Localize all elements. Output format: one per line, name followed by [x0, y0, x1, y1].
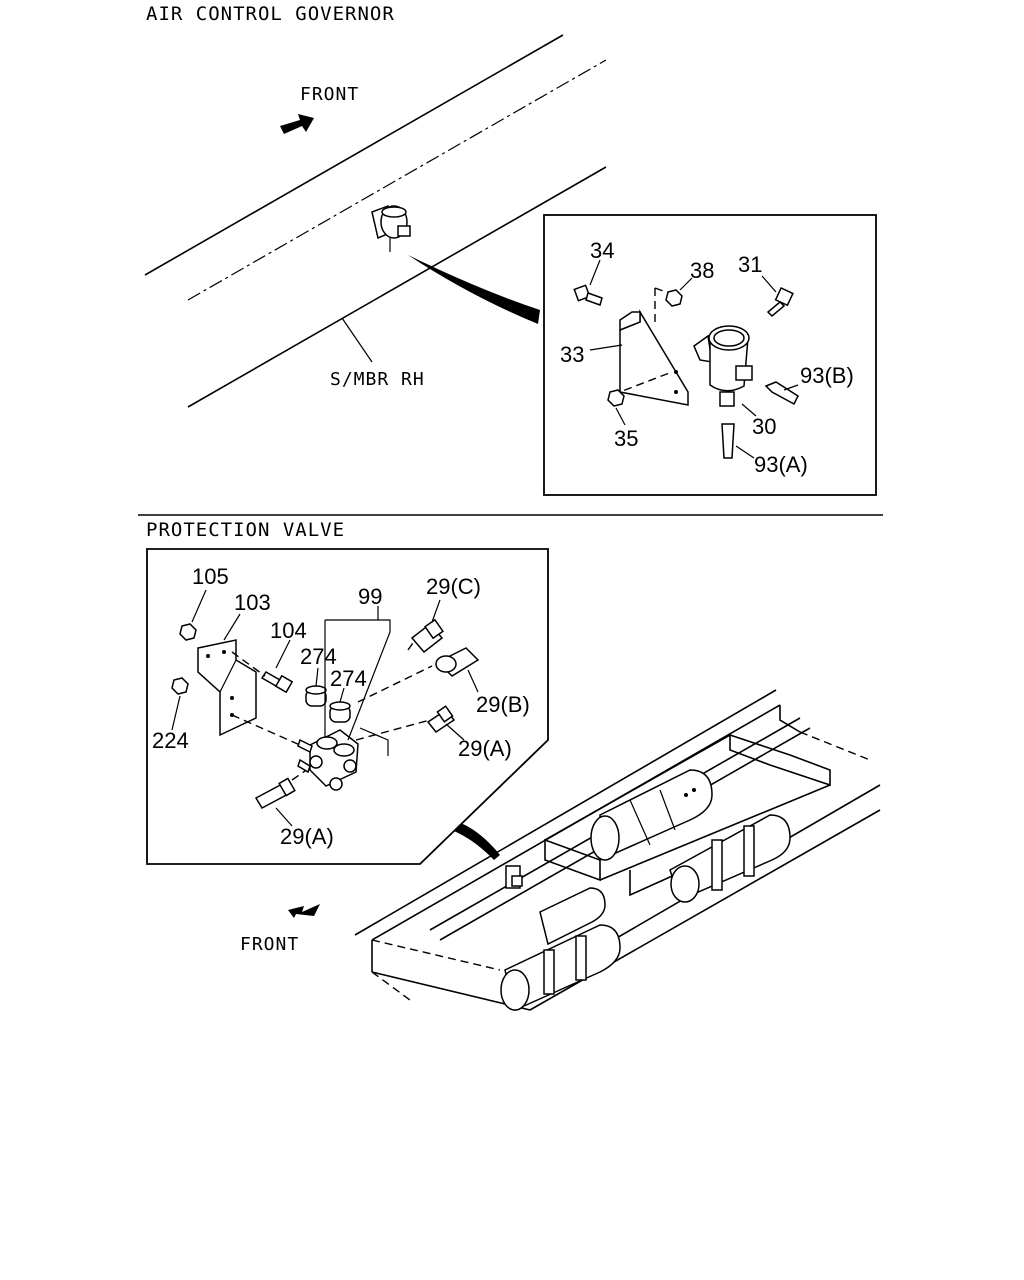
callout-274: 274	[300, 644, 337, 669]
fitting-icon	[410, 618, 444, 654]
member-leader-line	[341, 317, 373, 363]
air-tank-icon	[590, 769, 713, 862]
protection-front-label: FRONT	[240, 934, 299, 955]
member-label: S/MBR RH	[330, 369, 425, 390]
governor-valve-icon	[693, 325, 753, 407]
governor-front-label: FRONT	[300, 84, 359, 105]
bolt-icon	[260, 671, 294, 694]
callout-34: 34	[590, 238, 614, 263]
bracket-icon	[197, 639, 257, 737]
callout-274: 274	[330, 666, 367, 691]
callout-29a: 29(A)	[280, 824, 334, 849]
protection-valve-icon	[297, 729, 359, 791]
fitting-icon	[435, 647, 480, 677]
callout-93a: 93(A)	[754, 452, 808, 477]
callout-29a: 29(A)	[458, 736, 512, 761]
air-tank-icon	[500, 924, 621, 1012]
callout-33: 33	[560, 342, 584, 367]
nut-icon	[171, 677, 189, 695]
callout-105: 105	[192, 564, 229, 589]
nut-icon	[607, 389, 625, 407]
callout-29c: 29(C)	[426, 574, 481, 599]
fitting-icon	[254, 777, 296, 809]
protection-valve-small-icon	[505, 865, 523, 889]
protection-detail	[171, 589, 480, 827]
callout-35: 35	[614, 426, 638, 451]
nut-icon	[665, 289, 683, 307]
callout-38: 38	[690, 258, 714, 283]
governor-small-icon	[371, 204, 411, 252]
front-arrow-icon	[288, 904, 320, 918]
fitting-icon	[721, 423, 735, 459]
bolt-icon	[573, 284, 603, 306]
callout-104: 104	[270, 618, 307, 643]
callout-99: 99	[358, 584, 382, 609]
cap-icon	[305, 685, 327, 707]
governor-heading: AIR CONTROL GOVERNOR	[146, 3, 395, 25]
callout-224: 224	[152, 728, 189, 753]
zoom-pointer	[408, 255, 540, 324]
callout-93b: 93(B)	[800, 363, 854, 388]
callout-30: 30	[752, 414, 776, 439]
callout-29b: 29(B)	[476, 692, 530, 717]
callout-103: 103	[234, 590, 271, 615]
protection-heading: PROTECTION VALVE	[146, 519, 345, 541]
callout-31: 31	[738, 252, 762, 277]
fitting-icon	[426, 705, 456, 734]
cap-icon	[329, 701, 351, 723]
fitting-icon	[764, 381, 799, 406]
side-member-rails	[144, 34, 607, 408]
air-tank-icon	[539, 887, 606, 946]
governor-detail	[573, 259, 799, 459]
nut-icon	[179, 623, 197, 641]
air-tank-icon	[669, 814, 791, 903]
front-arrow-icon	[280, 114, 314, 134]
bolt-icon	[766, 287, 794, 318]
